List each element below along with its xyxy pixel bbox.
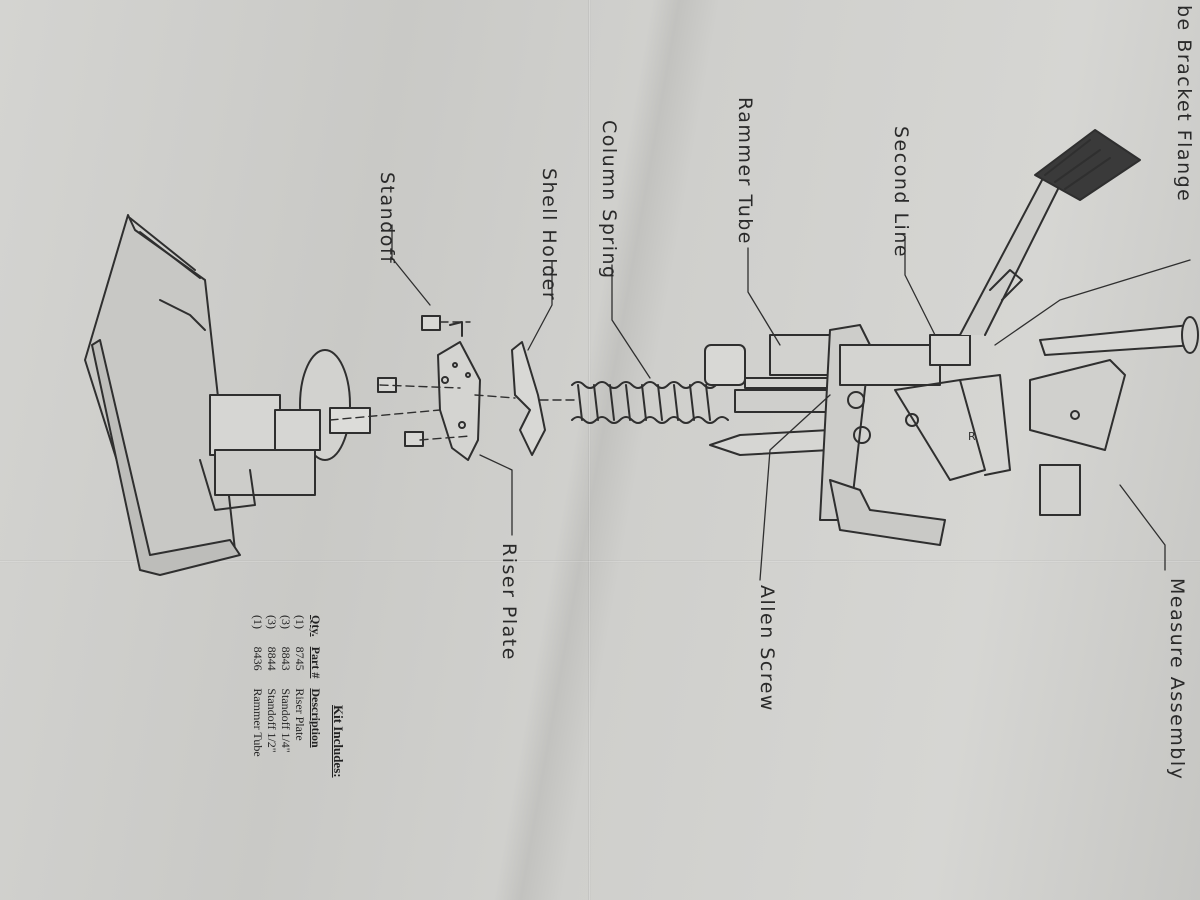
table-row: (3) 8843 Standoff 1/4" — [279, 615, 293, 767]
kit-parts-table: Qty. Part # Description (1) 8745 Riser P… — [251, 615, 323, 767]
paper-fold-horizontal — [0, 560, 1200, 563]
kit-header-row: Qty. Part # Description — [307, 615, 323, 767]
kit-col-description: Description — [309, 688, 323, 748]
kit-includes-table: Kit Includes: Qty. Part # Description (1… — [251, 615, 346, 778]
label-tube-bracket-flange: be Bracket Flange — [1173, 5, 1195, 203]
kit-col-qty: Qty. — [309, 615, 323, 637]
table-row: (1) 8436 Rammer Tube — [251, 615, 265, 767]
kit-description: Riser Plate — [293, 688, 307, 741]
label-allen-screw: Allen Screw — [756, 585, 778, 712]
label-shell-holder: Shell Holder — [538, 168, 560, 302]
kit-part: 8436 — [251, 646, 265, 671]
kit-part: 8745 — [293, 646, 307, 671]
kit-part: 8843 — [279, 646, 293, 671]
riser-plate-part — [437, 341, 481, 461]
kit-part: 8844 — [265, 646, 279, 671]
press-frame: R — [819, 324, 1011, 546]
kit-description: Standoff 1/2" — [265, 688, 279, 753]
press-handle — [959, 129, 1141, 336]
label-column-spring: Column Spring — [598, 120, 620, 280]
kit-description: Standoff 1/4" — [279, 688, 293, 753]
kit-col-part: Part # — [309, 646, 323, 679]
explode-lines — [329, 321, 576, 441]
label-rammer-tube: Rammer Tube — [734, 97, 756, 245]
svg-text:R: R — [968, 430, 976, 443]
base-plate — [84, 214, 241, 576]
kit-heading: Kit Includes: — [331, 705, 346, 778]
table-row: (3) 8844 Standoff 1/2" — [265, 615, 279, 767]
kit-qty: (3) — [265, 615, 279, 629]
table-row: (1) 8745 Riser Plate — [293, 615, 307, 767]
label-standoff: Standoff — [376, 172, 398, 265]
kit-qty: (1) — [293, 615, 307, 629]
label-second-line: Second Line — [890, 126, 912, 259]
kit-qty: (3) — [279, 615, 293, 629]
measure-assembly-part — [1029, 316, 1199, 516]
paper-fold-vertical — [588, 0, 591, 900]
label-riser-plate: Riser Plate — [498, 543, 520, 661]
label-measure-assembly: Measure Assembly — [1166, 578, 1188, 781]
shell-holder-part — [511, 341, 546, 456]
press-base-assembly — [199, 349, 371, 511]
kit-description: Rammer Tube — [251, 688, 265, 757]
leader-lines — [391, 224, 1191, 581]
column-spring-part — [571, 381, 729, 424]
kit-qty: (1) — [251, 615, 265, 629]
